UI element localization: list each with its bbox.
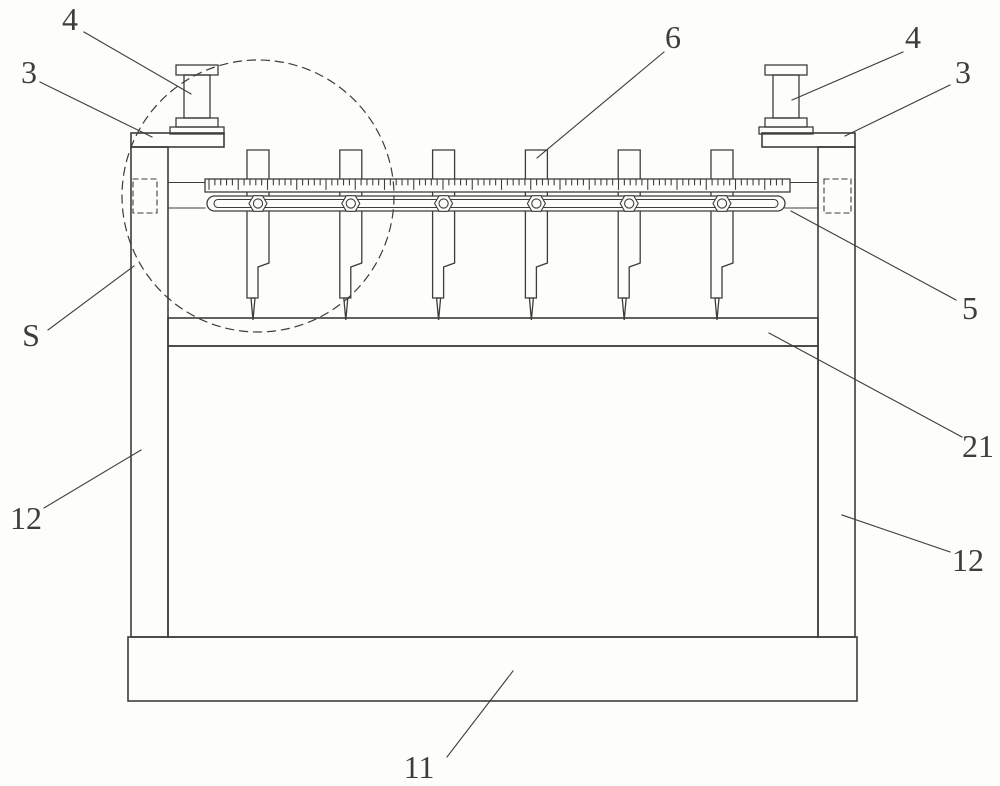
leader-6 xyxy=(536,51,665,159)
ref-label-6: 6 xyxy=(665,19,681,55)
leader-3-left xyxy=(39,81,153,138)
leader-21 xyxy=(768,332,963,438)
leader-4-left xyxy=(83,31,192,95)
slide-bar xyxy=(206,195,786,212)
right-bolt-stem xyxy=(772,74,800,119)
leader-5 xyxy=(790,210,957,301)
blades-layer xyxy=(246,149,734,321)
ref-label-12-left: 12 xyxy=(10,500,42,536)
hidden-mount-left xyxy=(132,178,158,214)
left-bolt-cap xyxy=(175,64,219,76)
hex-bolt xyxy=(526,195,546,212)
ref-label-3-right: 3 xyxy=(955,54,971,90)
leader-12-right xyxy=(841,514,951,553)
left-post xyxy=(130,146,169,638)
right-bolt-assembly xyxy=(758,64,814,135)
work-chamber xyxy=(167,345,819,638)
ref-label-5: 5 xyxy=(962,290,978,326)
leader-4-right xyxy=(791,51,904,101)
cutter-blade xyxy=(246,149,270,321)
right-bolt-cap xyxy=(764,64,808,76)
right-post xyxy=(817,146,856,638)
ref-label-4-right: 4 xyxy=(905,19,921,55)
machine-frame xyxy=(127,132,858,702)
cross-beam xyxy=(167,317,819,347)
scale-ruler xyxy=(204,178,791,193)
right-bolt-flange-upper xyxy=(764,117,808,128)
ref-label-12-right: 12 xyxy=(952,542,984,578)
reference-labels: 4 3 6 4 3 S 5 21 12 12 11 xyxy=(10,1,994,785)
ref-label-3-left: 3 xyxy=(21,54,37,90)
slide-bar-slot xyxy=(213,198,779,209)
right-bolt-flange-lower xyxy=(758,126,814,135)
left-bolt-stem xyxy=(183,74,211,119)
slide-bar-body xyxy=(206,195,786,212)
ref-label-21: 21 xyxy=(962,428,994,464)
right-top-bracket xyxy=(761,132,856,148)
leader-11 xyxy=(446,670,514,758)
ruler-rail xyxy=(167,178,819,209)
detail-circle-S xyxy=(121,59,395,333)
cutter-blade xyxy=(617,149,641,321)
ref-label-4-left: 4 xyxy=(62,1,78,37)
ref-label-S: S xyxy=(22,317,40,353)
leader-3-right xyxy=(844,84,951,137)
hex-bolt xyxy=(712,195,732,212)
left-top-bracket xyxy=(130,132,225,148)
hex-bolt xyxy=(341,195,361,212)
hex-bolt xyxy=(434,195,454,212)
hex-bolt xyxy=(619,195,639,212)
left-bolt-flange-lower xyxy=(169,126,225,135)
left-bolt-assembly xyxy=(169,64,225,135)
cutter-blade xyxy=(431,149,456,321)
cutter-blade xyxy=(524,149,549,321)
leader-S xyxy=(47,265,135,331)
cutter-blade xyxy=(710,149,734,321)
ref-label-11: 11 xyxy=(404,749,435,785)
hex-bolt xyxy=(248,195,268,212)
ruler-tick-marks xyxy=(208,179,783,190)
hidden-mount-right xyxy=(823,178,852,214)
leader-12-left xyxy=(43,449,142,509)
leader-lines xyxy=(39,31,963,758)
left-bolt-flange-upper xyxy=(175,117,219,128)
machine-base xyxy=(127,636,858,702)
cutter-blade xyxy=(339,149,363,321)
